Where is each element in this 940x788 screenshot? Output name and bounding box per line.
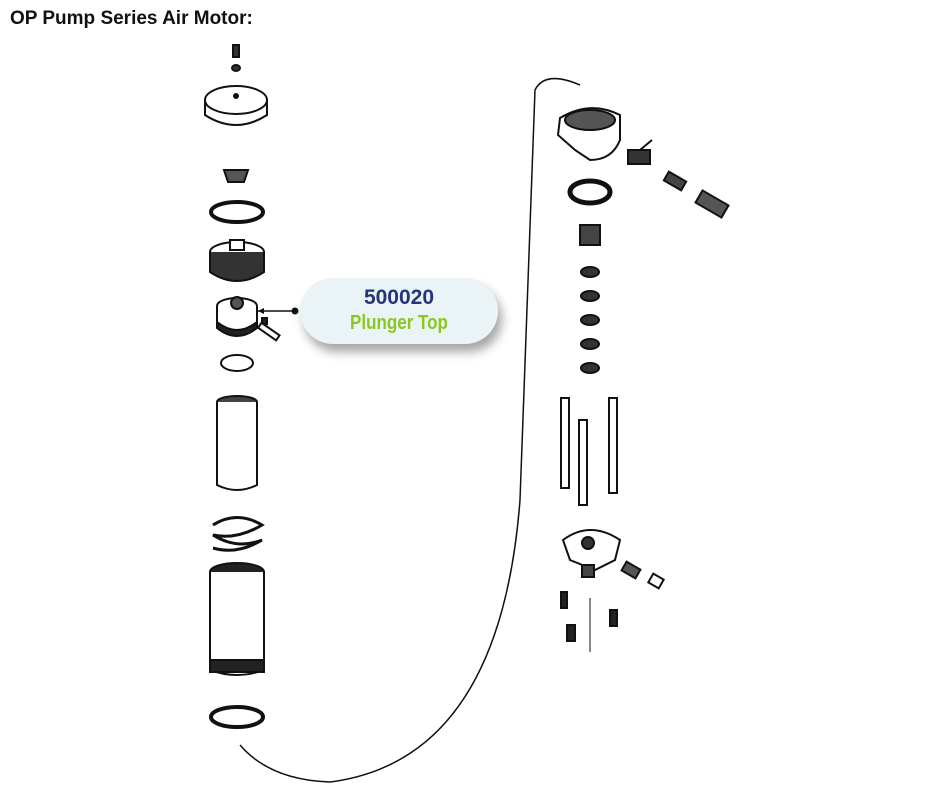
nipple [662, 170, 688, 192]
bolt-2 [566, 624, 576, 642]
cylinder [209, 562, 265, 676]
top-screw [232, 44, 240, 58]
piston [209, 239, 265, 282]
small-washer [231, 64, 241, 72]
o-ring-1 [209, 200, 265, 224]
gasket [567, 178, 613, 206]
spring [212, 516, 265, 552]
plunger-top [216, 296, 258, 337]
valve-cap [222, 169, 250, 183]
plug-1 [620, 560, 642, 580]
tie-rods [560, 397, 618, 506]
bolt-3 [609, 609, 618, 627]
o-ring-2 [220, 354, 254, 372]
part-name: Plunger Top [350, 312, 448, 334]
part-number: 500020 [363, 286, 435, 309]
callout-leader-dot [291, 307, 299, 315]
callout-arrowhead [258, 308, 264, 314]
plug-2 [646, 572, 666, 590]
fitting [694, 189, 730, 219]
cylinder-sleeve [216, 395, 258, 491]
o-ring-3 [209, 705, 265, 729]
ball-valve [627, 139, 653, 165]
bolt-1 [560, 591, 568, 609]
nut [579, 224, 601, 246]
washer-stack [580, 266, 600, 374]
part-callout: 500020 Plunger Top [300, 278, 498, 344]
pin [256, 321, 281, 342]
valve-body [556, 107, 621, 162]
top-cap [204, 85, 268, 126]
air-hose [239, 77, 581, 783]
base-manifold [561, 529, 622, 578]
page-title: OP Pump Series Air Motor: [10, 8, 253, 29]
